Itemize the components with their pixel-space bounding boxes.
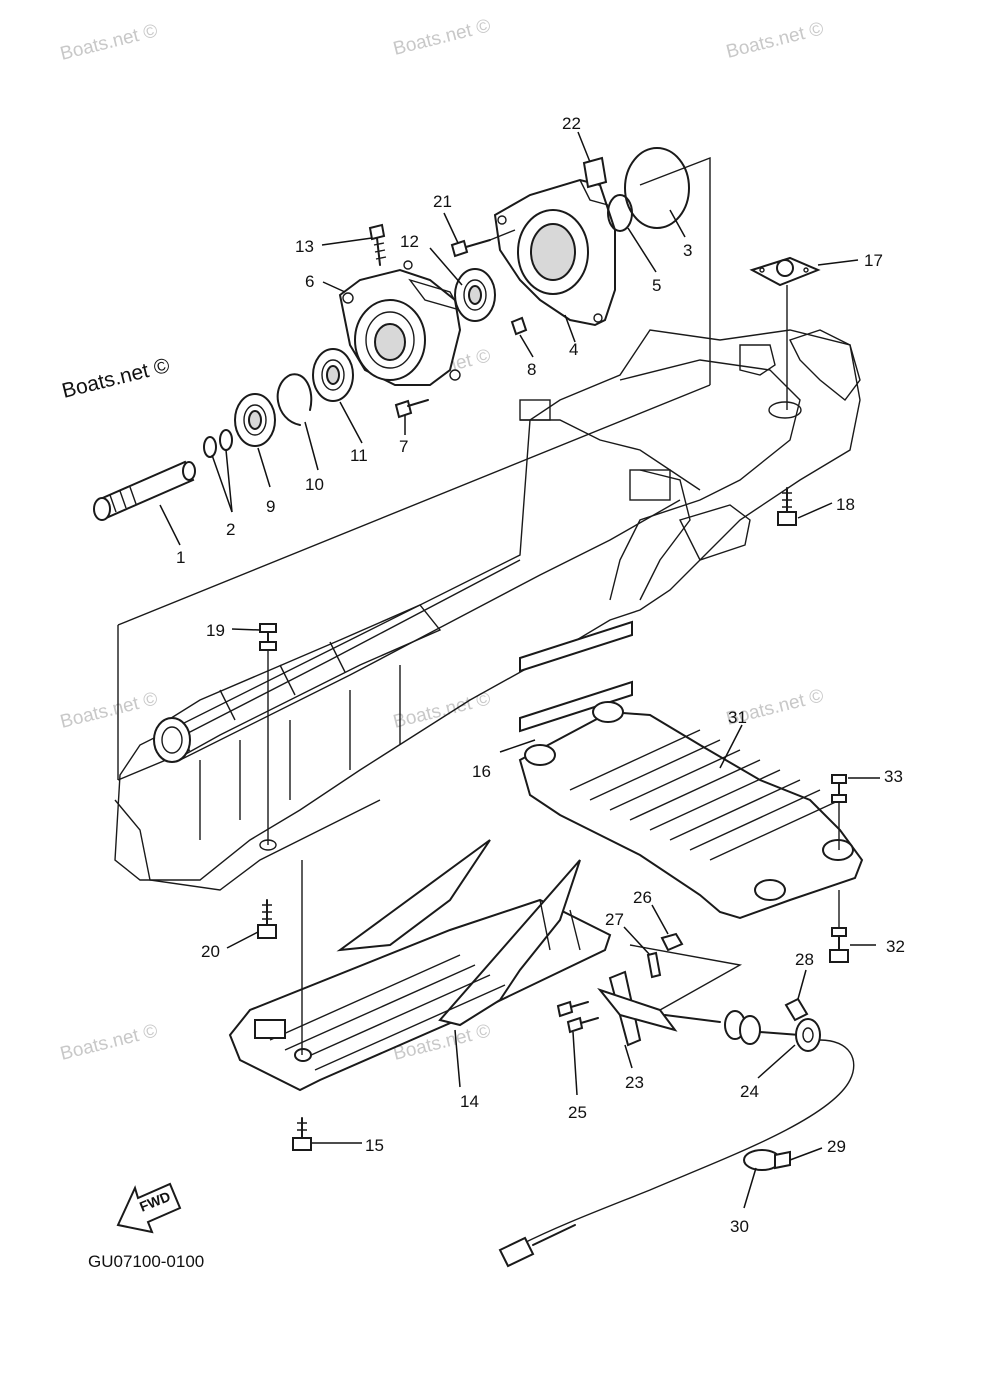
- part-2-orings: [203, 429, 233, 458]
- part-10-circlip: [276, 373, 313, 426]
- hull-outline: [114, 329, 861, 891]
- part-14-intake: [228, 839, 612, 1092]
- part-26-nut: [660, 932, 684, 952]
- callout-4: 4: [569, 340, 578, 359]
- fwd-arrow: FWD: [116, 1182, 182, 1234]
- part-25-screws: [556, 1000, 599, 1034]
- callout-24: 24: [740, 1082, 759, 1101]
- part-5-oring: [607, 194, 633, 232]
- callout-9: 9: [266, 497, 275, 516]
- callout-3: 3: [683, 241, 692, 260]
- part-12-bearing: [454, 268, 496, 322]
- callout-6: 6: [305, 272, 314, 291]
- callout-1: 1: [176, 548, 185, 567]
- part-20-bolt: [257, 899, 277, 939]
- callout-26: 26: [633, 888, 652, 907]
- part-3-oring: [624, 147, 690, 229]
- callout-28: 28: [795, 950, 814, 969]
- watermark: Boats.net ©: [391, 15, 493, 59]
- callout-12: 12: [400, 232, 419, 251]
- callout-17: 17: [864, 251, 883, 270]
- part-18-bolt: [777, 487, 797, 526]
- callout-13: 13: [295, 237, 314, 256]
- callout-2: 2: [226, 520, 235, 539]
- callouts: 1 2 3 4 5 6 7 8 9 10 11 12 13 14 15 16 1…: [176, 114, 905, 1236]
- watermark: Boats.net ©: [58, 20, 160, 64]
- part-11-bearing: [312, 348, 354, 402]
- callout-14: 14: [460, 1092, 479, 1111]
- callout-23: 23: [625, 1073, 644, 1092]
- group-bracket: [117, 156, 711, 781]
- callout-15: 15: [365, 1136, 384, 1155]
- watermark: Boats.net ©: [58, 1020, 160, 1064]
- callout-20: 20: [201, 942, 220, 961]
- callout-22: 22: [562, 114, 581, 133]
- part-23-bracket: [597, 970, 678, 1047]
- part-13-bolt: [368, 223, 387, 266]
- callout-27: 27: [605, 910, 624, 929]
- connector-lines: [267, 229, 840, 1055]
- part-9-bearing: [234, 393, 276, 447]
- part-6-housing: [338, 260, 462, 386]
- callout-5: 5: [652, 276, 661, 295]
- part-15-bolt: [292, 1117, 312, 1151]
- cable: [498, 1039, 855, 1268]
- leader-lines: [159, 131, 880, 1209]
- part-31-grate: [518, 701, 864, 920]
- part-16-strips: [519, 620, 633, 733]
- part-24-fitting: [664, 1010, 821, 1052]
- watermark: Boats.net ©: [58, 688, 160, 732]
- part-7-bolt: [394, 399, 429, 419]
- callout-29: 29: [827, 1137, 846, 1156]
- part-32-bolt: [829, 927, 849, 963]
- part-17-plate: [749, 256, 821, 287]
- part-8-dowel: [510, 316, 528, 336]
- part-19-bolt: [259, 623, 277, 651]
- watermark: Boats.net ©: [60, 354, 173, 403]
- part-27-plate: [646, 951, 662, 979]
- callout-32: 32: [886, 937, 905, 956]
- watermark: Boats.net ©: [724, 18, 826, 62]
- callout-7: 7: [399, 437, 408, 456]
- diagram-code: GU07100-0100: [88, 1252, 204, 1271]
- part-21-bolt: [450, 239, 491, 258]
- callout-21: 21: [433, 192, 452, 211]
- part-33-bolt: [831, 774, 847, 803]
- callout-11: 11: [350, 446, 368, 465]
- part-29-30-clamp: [743, 1149, 791, 1171]
- callout-18: 18: [836, 495, 855, 514]
- part-4-cover: [493, 178, 616, 327]
- part-28-sleeve: [784, 997, 809, 1022]
- callout-8: 8: [527, 360, 536, 379]
- callout-10: 10: [305, 475, 324, 494]
- part-22-plate: [582, 156, 608, 189]
- callout-16: 16: [472, 762, 491, 781]
- callout-33: 33: [884, 767, 903, 786]
- callout-25: 25: [568, 1103, 587, 1122]
- callout-31: 31: [728, 708, 747, 727]
- callout-19: 19: [206, 621, 225, 640]
- part-1-shaft: [93, 460, 196, 521]
- callout-30: 30: [730, 1217, 749, 1236]
